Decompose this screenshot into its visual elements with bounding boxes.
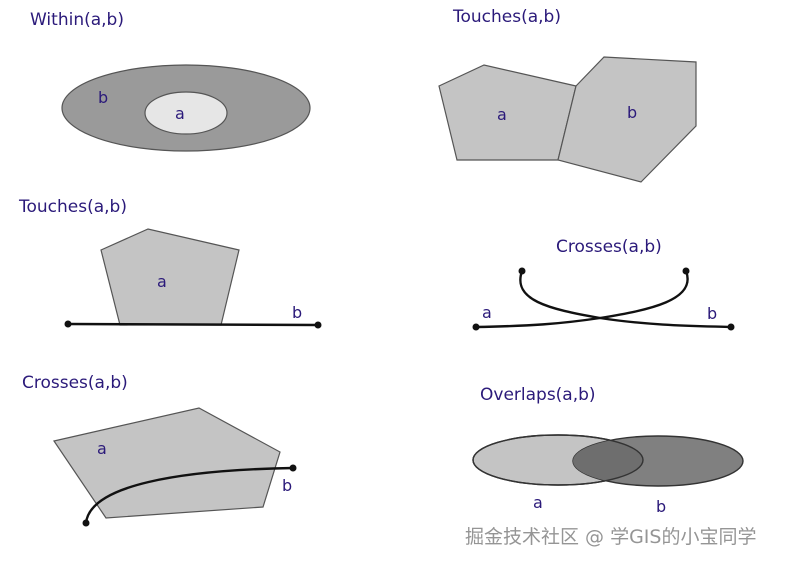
panel-title-crosses-polygon: Crosses(a,b) <box>22 373 128 393</box>
crosses-endpoint <box>682 267 690 275</box>
touches-line-label-b: b <box>292 303 303 322</box>
crosses-polygon-panel <box>53 407 297 527</box>
panel-title-touches-polygons: Touches(a,b) <box>453 7 561 27</box>
overlaps-panel <box>472 434 744 487</box>
overlaps-label-b: b <box>656 497 667 516</box>
crosses-polygon <box>53 407 281 519</box>
touches-polygons-panel <box>438 56 697 183</box>
touches-line-start <box>64 320 72 328</box>
crosses-lines-label-b: b <box>707 304 718 323</box>
within-label-a: a <box>175 104 185 123</box>
touches-line-label-a: a <box>157 272 167 291</box>
panel-title-touches-line: Touches(a,b) <box>19 197 127 217</box>
panel-title-overlaps: Overlaps(a,b) <box>480 385 596 405</box>
touches-polygons-label-b: b <box>627 103 638 122</box>
overlaps-intersection <box>573 436 643 485</box>
crosses-lines-label-a: a <box>482 303 492 322</box>
touches-pentagon <box>100 228 240 326</box>
crosses-endpoint <box>727 323 735 331</box>
crosses-line-b <box>475 270 689 329</box>
crosses-polygon-label-a: a <box>97 439 107 458</box>
panel-title-within: Within(a,b) <box>30 10 124 30</box>
within-panel <box>61 64 311 152</box>
crosses-curve-start <box>82 519 90 527</box>
touches-b-polygon <box>557 56 697 183</box>
crosses-lines-panel <box>472 267 735 331</box>
within-a-ellipse <box>144 91 228 135</box>
touches-line-panel <box>64 228 322 329</box>
crosses-polygon-label-b: b <box>282 476 293 495</box>
touches-a-polygon <box>438 64 577 161</box>
touches-polygons-label-a: a <box>497 105 507 124</box>
overlaps-label-a: a <box>533 493 543 512</box>
crosses-curve <box>84 466 294 524</box>
crosses-endpoint <box>472 323 480 331</box>
panel-title-crosses-lines: Crosses(a,b) <box>556 237 662 257</box>
watermark-text: 掘金技术社区 @ 学GIS的小宝同学 <box>465 526 757 548</box>
touches-line-end <box>314 321 322 329</box>
within-label-b: b <box>98 88 109 107</box>
crosses-line-a <box>519 270 732 329</box>
touches-line <box>67 322 319 327</box>
crosses-endpoint <box>518 267 526 275</box>
overlaps-a-outline <box>472 434 644 486</box>
crosses-curve-end <box>289 464 297 472</box>
